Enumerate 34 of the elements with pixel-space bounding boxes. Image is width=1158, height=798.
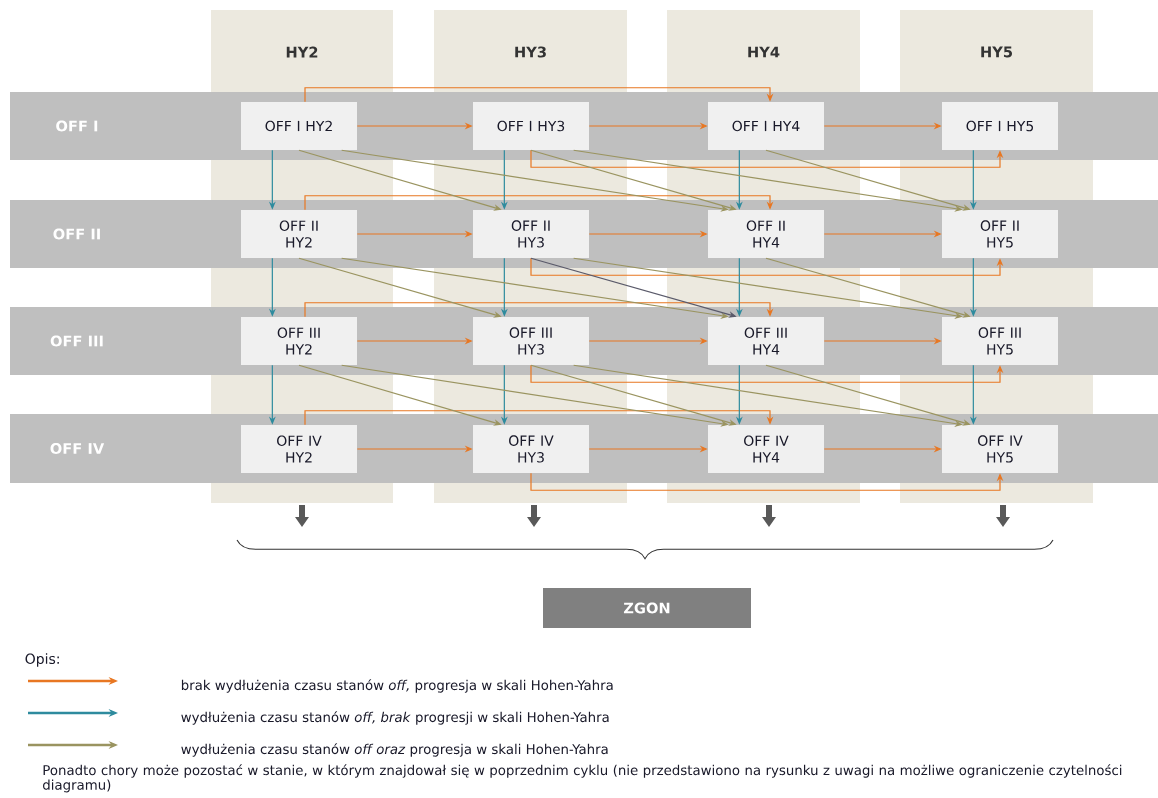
arrow bbox=[304, 87, 774, 103]
legend-heading: Opis: bbox=[25, 653, 59, 667]
state-box: OFF IV HY2 bbox=[241, 425, 357, 473]
state-box: OFF I HY4 bbox=[708, 102, 824, 150]
state-box: OFF III HY5 bbox=[942, 317, 1058, 365]
state-box: OFF II HY5 bbox=[942, 210, 1058, 258]
state-box: OFF I HY5 bbox=[942, 102, 1058, 150]
row-heading: OFF IV bbox=[50, 442, 105, 455]
state-box: OFF I HY3 bbox=[473, 102, 589, 150]
column-heading: HY2 bbox=[286, 46, 318, 58]
outcome-box: ZGON bbox=[543, 588, 751, 628]
state-box: OFF IV HY3 bbox=[473, 425, 589, 473]
arrow bbox=[304, 302, 774, 318]
state-box: OFF III HY4 bbox=[708, 317, 824, 365]
arrow bbox=[304, 410, 774, 426]
row-heading: OFF III bbox=[50, 335, 103, 347]
state-box: OFF III HY3 bbox=[473, 317, 589, 365]
state-box: OFF IV HY5 bbox=[942, 425, 1058, 473]
state-box: OFF I HY2 bbox=[241, 102, 357, 150]
legend-text: wydłużenia czasu stanów off oraz progresja w skali Hohen-Yahra bbox=[181, 743, 608, 757]
legend-text: brak wydłużenia czasu stanów off, progresja w skali Hohen-Yahra bbox=[181, 679, 613, 693]
column-heading: HY3 bbox=[515, 46, 546, 58]
note: Ponadto chory może pozostać w stanie, w którym znajdował się w poprzednim cyklu (nie przedstawiono na rysunku z uwagi na możliwe ograniczenie czytelności diagramu) bbox=[43, 764, 1122, 793]
state-box: OFF III HY2 bbox=[241, 317, 357, 365]
legend-text: wydłużenia czasu stanów off, brak progresji w skali Hohen-Yahra bbox=[181, 711, 609, 725]
state-box: OFF II HY4 bbox=[708, 210, 824, 258]
state-box: OFF II HY2 bbox=[241, 210, 357, 258]
column-heading: HY4 bbox=[748, 46, 780, 58]
row-heading: OFF II bbox=[53, 228, 100, 240]
state-box: OFF IV HY4 bbox=[708, 425, 824, 473]
row-heading: OFF I bbox=[56, 120, 98, 132]
column-heading: HY5 bbox=[981, 46, 1013, 58]
state-box: OFF II HY3 bbox=[473, 210, 589, 258]
arrow bbox=[304, 195, 774, 211]
